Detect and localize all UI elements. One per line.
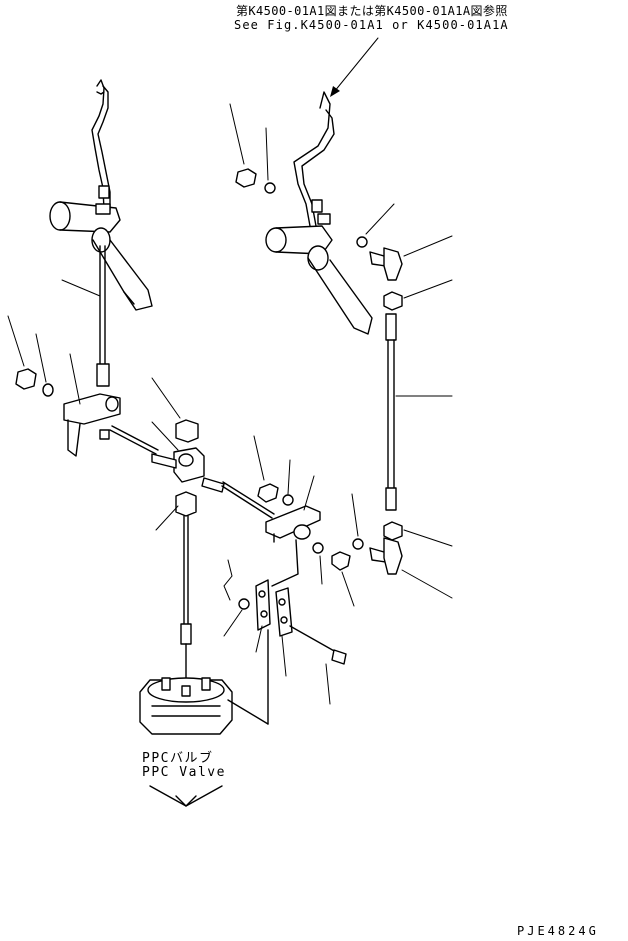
right-upper-washer [264,182,276,194]
right-lower-ball-joint [369,537,403,575]
left-bracket [63,393,121,457]
center-bracket [257,483,321,587]
right-small-washer [356,236,368,248]
lower-plates [238,579,347,665]
right-lower-nut [383,521,403,541]
right-rod [385,313,397,511]
reference-note-english: See Fig.K4500-01A1 or K4500-01A1A [234,18,509,32]
link-to-valve [223,559,269,725]
left-rod [96,245,110,387]
ppc-valve-label-japanese: PPCバルブ [142,751,214,766]
drawing-number: PJE4824G [517,924,599,938]
right-control-lever [265,91,373,335]
left-control-lever [49,79,153,311]
mid-nut [331,551,351,571]
left-nut [15,368,37,390]
lower-nut [175,491,197,517]
mid-washer [312,542,324,554]
mid-right-washer [352,538,364,550]
reference-arrow [330,37,379,97]
cross-rod-right [221,481,275,519]
right-upper-nut [235,168,257,188]
left-washer [42,383,54,397]
ppc-valve-label-english: PPC Valve [142,765,226,780]
leader-lines [7,103,453,705]
cross-rod-left [109,425,159,455]
right-upper-ball-joint [369,247,403,311]
reference-note-japanese: 第K4500-01A1図または第K4500-01A1A図参照 [236,4,508,18]
ppc-valve [139,677,233,807]
lower-rod [180,515,192,681]
central-joint [151,419,225,493]
